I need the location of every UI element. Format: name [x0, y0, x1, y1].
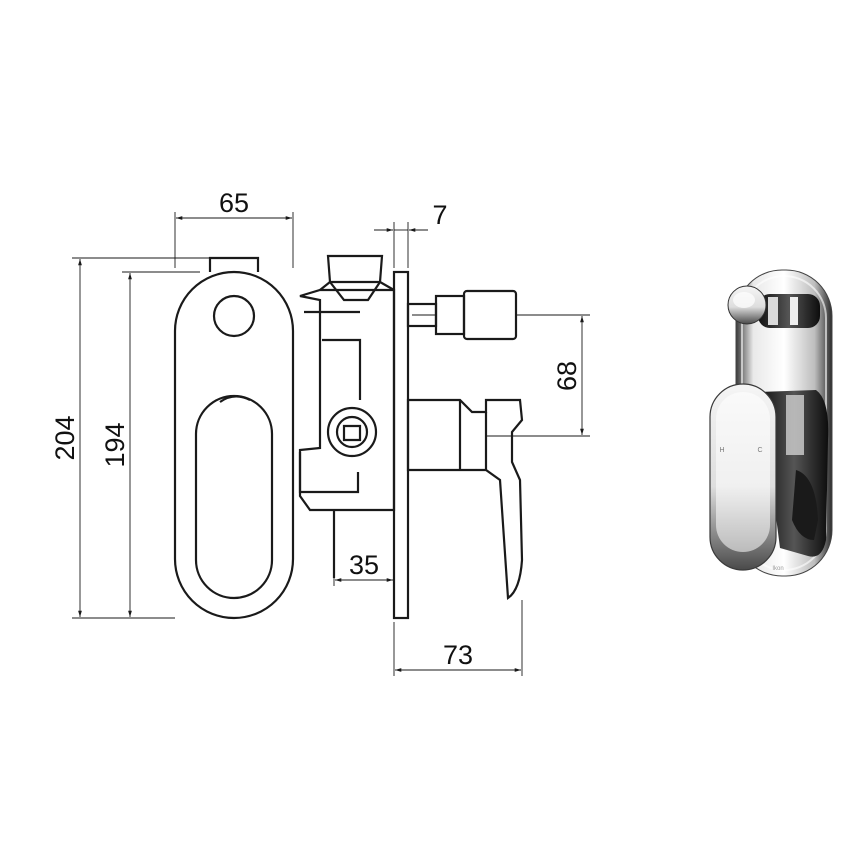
side-wall-plate [392, 270, 410, 620]
front-diverter-stem [208, 256, 260, 272]
dim-label-194: 194 [100, 422, 130, 467]
dim-label-73: 73 [443, 640, 473, 670]
dim-label-68: 68 [552, 361, 582, 391]
cold-mark: C [757, 447, 762, 454]
product-photo: H C Ikon [709, 269, 833, 577]
dimension-lines [72, 212, 590, 676]
front-diverter-knob [212, 294, 256, 338]
dim-label-35: 35 [349, 550, 379, 580]
side-lever-handle [406, 398, 524, 600]
dim-label-204: 204 [50, 415, 80, 460]
dimension-labels: 65 204 194 7 68 35 73 [50, 188, 582, 670]
front-lever-handle [194, 394, 274, 600]
dim-label-7: 7 [432, 200, 447, 230]
side-diverter [406, 289, 518, 341]
hot-mark: H [719, 447, 724, 454]
front-view [173, 256, 295, 620]
front-lever-top [219, 395, 251, 403]
front-cover-plate [173, 270, 295, 620]
side-valve-body [298, 254, 396, 578]
brand-mark: Ikon [772, 566, 783, 572]
side-view [298, 254, 524, 620]
dim-label-65: 65 [219, 188, 249, 218]
